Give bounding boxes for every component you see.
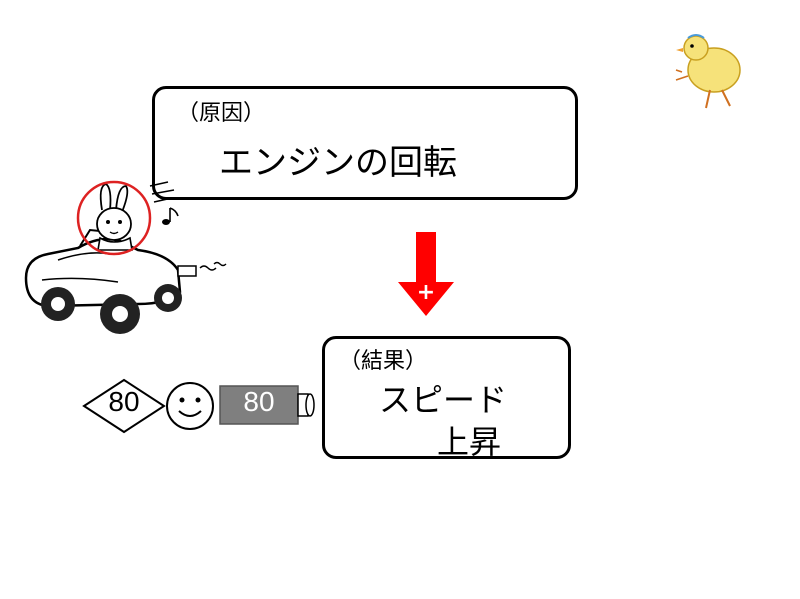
speed-sign-value: 80 [108, 386, 140, 417]
rabbit-car-icon [24, 180, 227, 334]
music-note-icon [162, 207, 179, 225]
battery-icon [219, 385, 315, 425]
cause-text: エンジンの回転 [219, 143, 457, 183]
smiley-icon [166, 382, 214, 430]
chick-icon [675, 34, 741, 109]
result-box: （結果） スピード 上昇 [322, 336, 571, 461]
red-down-arrow-icon: + [398, 232, 454, 316]
arrow-plus-sign: + [417, 280, 435, 305]
speed-sign-icon [82, 378, 166, 434]
result-text-line1: スピード [379, 381, 508, 419]
result-tag: （結果） [339, 349, 428, 374]
cause-box: （原因） エンジンの回転 [152, 86, 578, 200]
battery-value: 80 [243, 386, 275, 417]
result-text-line2: 上昇 [437, 423, 502, 461]
cause-tag: （原因） [177, 101, 266, 126]
